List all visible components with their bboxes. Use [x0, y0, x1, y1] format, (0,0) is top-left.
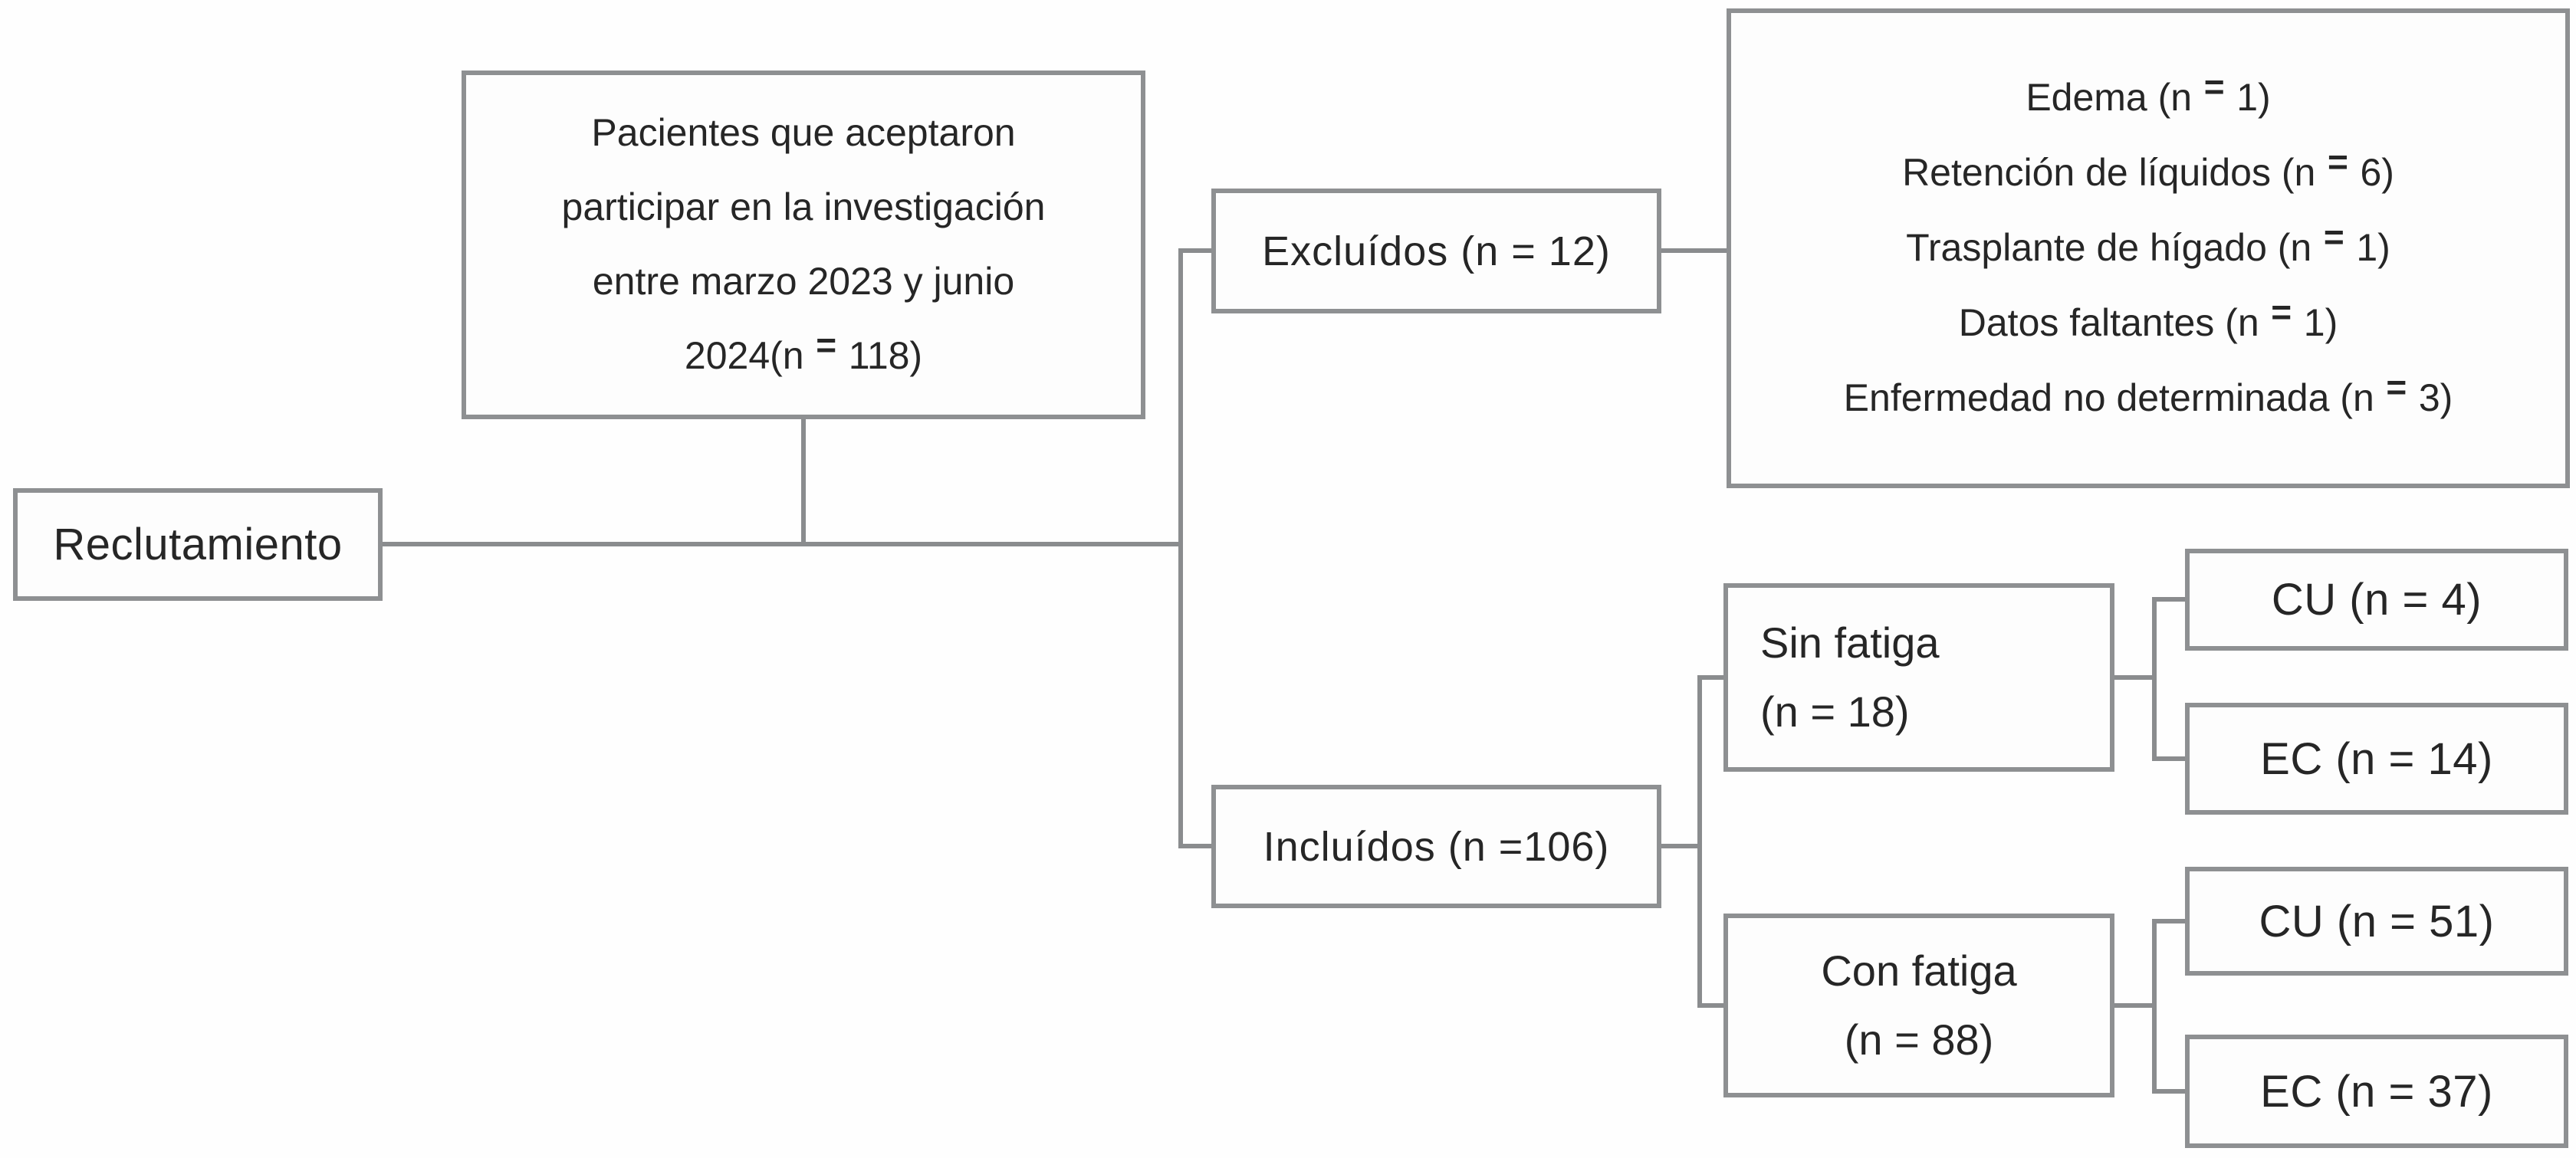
connector-excluded-to-reasons — [1661, 248, 1727, 253]
connector-no-fatigue-right — [2114, 675, 2157, 680]
with-fatigue-ec-label: EC (n = 37) — [2260, 1066, 2493, 1117]
recruitment-label: Reclutamiento — [53, 520, 343, 569]
equals-sign: = — [2271, 291, 2292, 332]
connector-branch-wf-arms — [2152, 919, 2157, 1094]
connector-branch-excl-incl — [1178, 248, 1183, 848]
equals-sign: = — [816, 324, 837, 365]
connector-branch-nf-arms — [2152, 597, 2157, 761]
no-fatigue-box: Sin fatiga (n = 18) — [1723, 583, 2114, 772]
connector-included-stub-left — [1178, 844, 1211, 848]
with-fatigue-box: Con fatiga (n = 88) — [1723, 914, 2114, 1097]
connector-branch-fatigue — [1697, 675, 1702, 1008]
connector-excluded-stub-left — [1178, 248, 1211, 253]
with-fatigue-cu-label: CU (n = 51) — [2259, 896, 2495, 946]
population-line-3: entre marzo 2023 y junio — [592, 260, 1015, 303]
no-fatigue-cu-label: CU (n = 4) — [2271, 575, 2482, 625]
included-label: Incluídos (n =106) — [1263, 823, 1610, 870]
population-line-1: Pacientes que aceptaron — [591, 111, 1016, 154]
exclusion-reason-enfermedad: Enfermedad no determinada (n=3) — [1843, 366, 2453, 419]
connector-trunk — [383, 542, 1183, 546]
equals-sign: = — [2327, 141, 2348, 182]
exclusion-reason-datos: Datos faltantes (n=1) — [1958, 291, 2338, 344]
recruitment-box: Reclutamiento — [13, 488, 383, 601]
no-fatigue-ec-box: EC (n = 14) — [2185, 703, 2568, 815]
connector-population-drop — [801, 419, 806, 546]
excluded-label: Excluídos (n = 12) — [1262, 228, 1611, 274]
population-line-4: 2024(n=118) — [684, 324, 923, 377]
population-line-2: participar en la investigación — [561, 185, 1046, 228]
connector-ec14-stub — [2152, 756, 2185, 761]
equals-sign: = — [2323, 216, 2344, 257]
no-fatigue-ec-label: EC (n = 14) — [2260, 733, 2493, 784]
with-fatigue-ec-box: EC (n = 37) — [2185, 1035, 2568, 1148]
with-fatigue-line-1: Con fatiga — [1821, 946, 2017, 995]
with-fatigue-line-2: (n = 88) — [1844, 1015, 1994, 1064]
connector-included-stub-right — [1661, 844, 1702, 848]
equals-sign: = — [2386, 366, 2407, 407]
connector-no-fatigue-stub — [1697, 675, 1723, 680]
exclusion-reasons-box: Edema (n=1) Retención de líquidos (n=6) … — [1727, 8, 2570, 488]
connector-ec37-stub — [2152, 1089, 2185, 1094]
exclusion-reason-edema: Edema (n=1) — [2026, 66, 2271, 119]
included-box: Incluídos (n =106) — [1211, 785, 1661, 908]
exclusion-reason-trasplante: Trasplante de hígado (n=1) — [1906, 216, 2390, 269]
no-fatigue-cu-box: CU (n = 4) — [2185, 549, 2568, 651]
excluded-box: Excluídos (n = 12) — [1211, 189, 1661, 313]
connector-cu4-stub — [2152, 597, 2185, 602]
connector-with-fatigue-stub — [1697, 1003, 1723, 1008]
no-fatigue-line-1: Sin fatiga — [1760, 618, 1940, 667]
population-box: Pacientes que aceptaron participar en la… — [462, 71, 1145, 419]
equals-sign: = — [2203, 66, 2225, 107]
no-fatigue-line-2: (n = 18) — [1760, 687, 1910, 736]
exclusion-reason-retencion: Retención de líquidos (n=6) — [1902, 141, 2394, 194]
with-fatigue-cu-box: CU (n = 51) — [2185, 867, 2568, 976]
connector-cu51-stub — [2152, 919, 2185, 923]
connector-with-fatigue-right — [2114, 1003, 2157, 1008]
